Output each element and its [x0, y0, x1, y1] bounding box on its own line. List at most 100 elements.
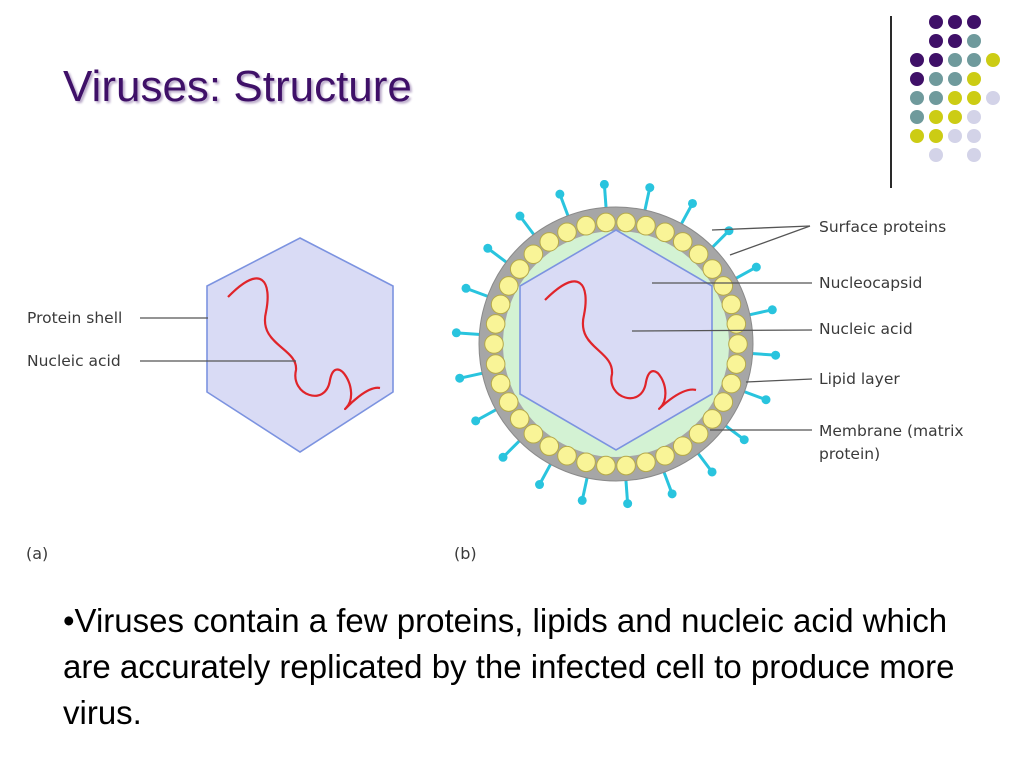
lipid-bead: [702, 259, 723, 279]
spike-stalk: [539, 462, 553, 484]
spike-stalk: [679, 204, 693, 226]
leader-surface-proteins-2: [729, 225, 811, 256]
decorative-dot: [948, 72, 962, 86]
lipid-bead: [523, 423, 544, 444]
decorative-dot-grid: [910, 15, 1000, 162]
lipid-bead: [490, 373, 511, 394]
spike-head: [515, 211, 525, 221]
decorative-dot: [986, 91, 1000, 105]
spike-stalk: [581, 476, 589, 499]
spike-head: [577, 495, 587, 505]
lipid-bead: [490, 294, 511, 315]
lipid-bead: [726, 354, 747, 374]
leader-lipid-layer: [745, 378, 813, 383]
spike-stalk: [624, 479, 629, 502]
spike-head: [498, 452, 508, 462]
decorative-dot: [929, 53, 943, 67]
spike-head: [535, 480, 545, 490]
decorative-dot: [929, 72, 943, 86]
spike-head: [771, 350, 781, 360]
nucleocapsid-hexagon: [519, 229, 713, 451]
spike-head: [767, 305, 777, 315]
decorative-dot: [986, 53, 1000, 67]
lipid-bead: [688, 423, 709, 444]
lipid-bead: [721, 373, 742, 394]
spike-head: [739, 435, 749, 445]
virus-structure-diagram: Protein shell Nucleic acid (a) Surface p…: [26, 180, 964, 563]
lipid-bead: [596, 212, 616, 233]
decorative-dot: [967, 91, 981, 105]
label-nucleic-acid-b: Nucleic acid: [819, 320, 913, 338]
spike-stalk: [519, 216, 536, 237]
spike-stalk: [742, 389, 765, 401]
spike-head: [623, 499, 633, 509]
lipid-bead: [539, 436, 560, 456]
decorative-dot: [948, 53, 962, 67]
decorative-dot: [948, 34, 962, 48]
spike-head: [687, 198, 697, 208]
title-divider: [890, 16, 892, 188]
spike-head: [461, 283, 471, 293]
nucleic-acid-strand-a: [227, 277, 381, 411]
spike-stalk: [503, 439, 522, 457]
decorative-dot: [948, 129, 962, 143]
label-nucleic-acid-a: Nucleic acid: [27, 352, 121, 370]
spike-head: [471, 416, 481, 426]
decorative-dot: [910, 110, 924, 124]
label-surface-proteins: Surface proteins: [819, 218, 946, 236]
spike-stalk: [724, 424, 744, 440]
spike-stalk: [476, 408, 498, 422]
spike-stalk: [643, 189, 651, 212]
caption-a: (a): [26, 544, 48, 563]
surface-protein-spikes: [451, 180, 781, 509]
spike-head: [455, 373, 465, 383]
decorative-dot: [929, 34, 943, 48]
spike-stalk: [748, 308, 771, 317]
decorative-dot: [967, 148, 981, 162]
label-membrane-line-1: Membrane (matrix: [819, 422, 964, 440]
lipid-bead: [596, 455, 616, 476]
lipid-bead: [702, 409, 723, 429]
panel-a: Protein shell Nucleic acid (a): [26, 237, 394, 563]
spike-head: [645, 183, 655, 193]
decorative-dot: [929, 148, 943, 162]
body-text: •Viruses contain a few proteins, lipids …: [63, 602, 955, 731]
spike-stalk: [603, 186, 608, 209]
leader-surface-proteins-1: [711, 225, 811, 231]
spike-stalk: [458, 331, 481, 336]
slide-title: Viruses: Structure: [63, 62, 412, 111]
lipid-bead: [557, 222, 577, 243]
decorative-dot: [929, 129, 943, 143]
label-nucleocapsid: Nucleocapsid: [819, 274, 922, 292]
decorative-dot: [910, 53, 924, 67]
label-lipid-layer: Lipid layer: [819, 370, 900, 388]
spike-stalk: [696, 451, 713, 472]
spike-head: [451, 328, 461, 338]
decorative-dot: [948, 110, 962, 124]
lipid-bead: [616, 212, 636, 233]
lipid-bead: [484, 334, 504, 354]
decorative-dot: [910, 91, 924, 105]
spike-stalk: [488, 248, 508, 264]
lipid-bead: [616, 455, 636, 476]
decorative-dot: [967, 34, 981, 48]
spike-stalk: [461, 371, 484, 380]
lipid-bead: [728, 334, 748, 354]
lipid-bead: [721, 294, 742, 315]
spike-head: [761, 395, 771, 405]
lipid-bead: [523, 244, 544, 265]
lipid-bead: [672, 232, 693, 252]
decorative-dot: [967, 72, 981, 86]
spike-head: [724, 226, 734, 236]
lipid-bead: [539, 232, 560, 252]
decorative-dot: [910, 72, 924, 86]
label-protein-shell: Protein shell: [27, 309, 122, 327]
lipid-layer-beads: [484, 212, 748, 476]
spike-head: [667, 489, 677, 499]
lipid-bead: [688, 244, 709, 265]
spike-head: [555, 189, 565, 199]
lipid-bead: [672, 436, 693, 456]
decorative-dot: [929, 91, 943, 105]
protein-shell-hexagon: [206, 237, 394, 453]
spike-head: [599, 180, 609, 189]
